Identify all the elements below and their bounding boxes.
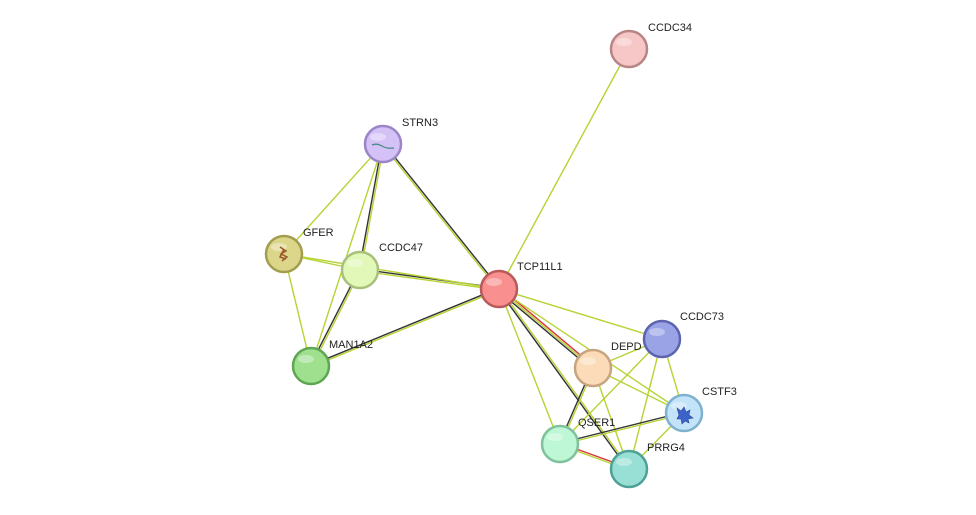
protein-structure-icon [676, 406, 694, 425]
node-circle[interactable] [642, 319, 682, 359]
edge-tcp11l1-man1a2[interactable] [311, 289, 500, 368]
node-highlight [298, 355, 314, 363]
node-highlight [370, 133, 386, 141]
node-label-gfer: GFER [303, 227, 334, 239]
node-circle[interactable] [573, 348, 613, 388]
node-ccdc73[interactable]: CCDC73 [642, 311, 724, 359]
node-label-ccdc73: CCDC73 [680, 311, 724, 323]
edge-strn3-gfer[interactable] [283, 143, 384, 255]
node-highlight [649, 328, 665, 336]
node-highlight [616, 38, 632, 46]
node-strn3[interactable]: STRN3 [363, 117, 438, 164]
node-man1a2[interactable]: MAN1A2 [291, 339, 373, 386]
node-highlight [547, 433, 563, 441]
edge-ccdc73-qser1[interactable] [559, 338, 663, 445]
protein-structure-icon [371, 143, 395, 149]
node-qser1[interactable]: QSER1 [540, 417, 615, 464]
node-highlight [616, 458, 632, 466]
node-label-cstf3: CSTF3 [702, 386, 737, 398]
edge-tcp11l1-gfer[interactable] [283, 253, 500, 290]
node-label-man1a2: MAN1A2 [329, 339, 373, 351]
node-label-depdc: DEPD [611, 341, 642, 353]
edge-strn3-ccdc47[interactable] [360, 144, 385, 271]
node-label-strn3: STRN3 [402, 117, 438, 129]
edge-tcp11l1-depdc[interactable] [497, 289, 593, 370]
node-ccdc47[interactable]: CCDC47 [340, 242, 423, 290]
node-circle[interactable] [540, 424, 580, 464]
node-cstf3[interactable]: CSTF3 [664, 386, 737, 433]
node-circle[interactable] [609, 29, 649, 69]
edge-tcp11l1-prrg4[interactable] [499, 288, 631, 469]
edge-tcp11l1-strn3[interactable] [383, 143, 501, 289]
edge-tcp11l1-ccdc73[interactable] [498, 288, 663, 340]
node-highlight [486, 278, 502, 286]
node-label-ccdc47: CCDC47 [379, 242, 423, 254]
node-circle[interactable] [264, 234, 304, 274]
protein-structure-icon [278, 246, 289, 262]
node-circle[interactable] [340, 250, 380, 290]
edge-cstf3-qser1[interactable] [559, 411, 684, 444]
edge-tcp11l1-strn3[interactable] [381, 144, 499, 290]
node-ccdc34[interactable]: CCDC34 [609, 22, 692, 69]
edge-cstf3-qser1[interactable] [560, 413, 685, 446]
node-label-ccdc34: CCDC34 [648, 22, 692, 34]
node-label-tcp11l1: TCP11L1 [517, 261, 563, 273]
node-circle[interactable] [291, 346, 331, 386]
node-circle[interactable] [479, 269, 519, 309]
node-circle[interactable] [363, 124, 403, 164]
node-highlight [580, 357, 596, 365]
edge-tcp11l1-ccdc47[interactable] [359, 270, 499, 291]
edge-strn3-man1a2[interactable] [310, 143, 384, 367]
node-label-qser1: QSER1 [578, 417, 615, 429]
edge-ccdc73-prrg4[interactable] [628, 338, 663, 470]
edge-strn3-ccdc47[interactable] [358, 143, 383, 270]
node-tcp11l1[interactable]: TCP11L1 [479, 261, 563, 309]
node-gfer[interactable]: GFER [264, 227, 334, 274]
edge-tcp11l1-prrg4[interactable] [497, 289, 629, 470]
edge-tcp11l1-man1a2[interactable] [310, 287, 499, 366]
edge-tcp11l1-depdc[interactable] [498, 288, 594, 369]
edge-tcp11l1-ccdc34[interactable] [498, 48, 630, 290]
node-label-prrg4: PRRG4 [647, 442, 685, 454]
node-highlight [347, 259, 363, 267]
node-prrg4[interactable]: PRRG4 [609, 442, 685, 489]
edge-tcp11l1-qser1[interactable] [498, 288, 561, 445]
node-depdc[interactable]: DEPD [573, 341, 642, 388]
node-circle[interactable] [609, 449, 649, 489]
